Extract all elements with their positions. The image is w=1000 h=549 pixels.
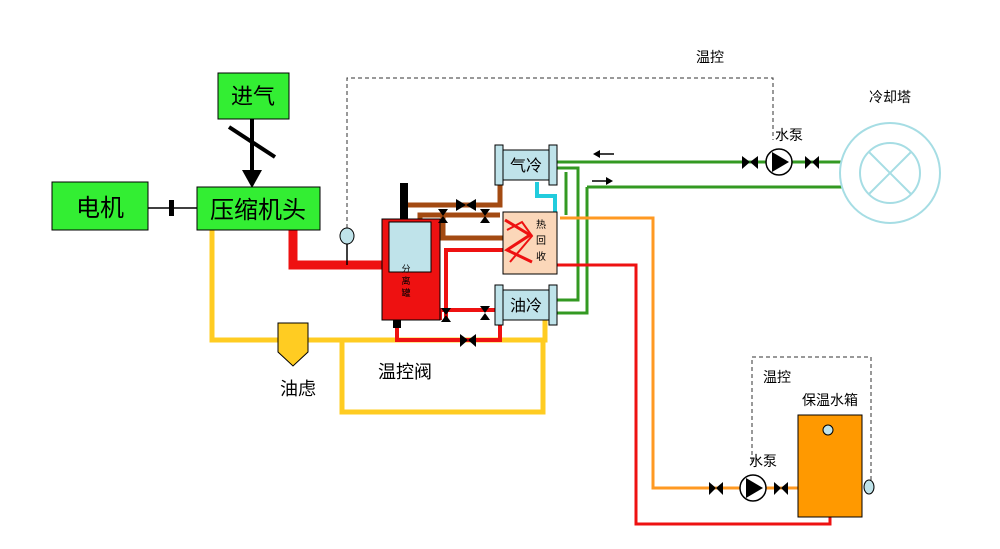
oil-cooler-label: 油冷: [510, 296, 542, 315]
oil-cooler: 油冷: [494, 284, 558, 326]
pressure-gauge-icon: [339, 227, 355, 265]
cooling-tower-label: 冷却塔: [869, 90, 911, 106]
insulated-water-tank: 保温水箱: [797, 393, 875, 518]
intake-arrow: [227, 119, 277, 188]
valve-icon: [480, 306, 490, 320]
temp-control-label-top: 温控: [696, 50, 724, 66]
air-cooler-outlet-pipe: [535, 182, 557, 212]
oil-filter-label: 油虑: [280, 379, 316, 400]
intake-box: 进气: [217, 72, 290, 120]
air-cooler: 气冷: [494, 144, 558, 186]
flow-arrow-left: [593, 150, 614, 158]
valve-icon: [805, 156, 819, 169]
temp-control-label-bottom: 温控: [763, 370, 791, 386]
valve-icon: [774, 482, 788, 495]
oil-circuit-pipe: [209, 230, 548, 415]
heat-recovery-unit: 热 回 收: [502, 211, 558, 275]
water-pump-bottom-label: 水泵: [749, 454, 777, 470]
compressor-head-box: 压缩机头: [196, 186, 321, 231]
motor-box: 电机: [51, 181, 149, 231]
hot-water-pipe: [560, 216, 798, 490]
air-cooler-label: 气冷: [510, 156, 542, 175]
separator-label-3: 罐: [401, 287, 410, 299]
oil-filter: 油虑: [277, 322, 316, 400]
valve-icon: [480, 209, 490, 223]
valve-icon: [709, 482, 723, 495]
heat-recovery-label-3: 收: [536, 250, 546, 263]
water-pump-bottom: 水泵: [739, 454, 777, 502]
coupling: [169, 200, 174, 216]
valve-icon: [742, 156, 758, 169]
heat-recovery-label-1: 热: [536, 218, 546, 231]
thermo-valve-label: 温控阀: [378, 362, 432, 383]
temp-control-signal-line-bottom: [751, 356, 872, 485]
water-pump-top-label: 水泵: [775, 128, 803, 144]
valve-icon: [460, 334, 476, 347]
cooling-water-pipe: [557, 160, 846, 315]
valve-icon: [438, 209, 448, 223]
heat-recovery-label-2: 回: [536, 235, 546, 247]
intake-label: 进气: [231, 85, 275, 110]
separator-label-2: 离: [401, 275, 410, 287]
flow-arrow-right: [592, 177, 613, 185]
separator-label-1: 分: [401, 264, 410, 275]
discharge-pipe: [288, 230, 383, 270]
insulated-tank-label: 保温水箱: [802, 393, 858, 409]
valve-icon: [441, 308, 451, 322]
valve-icon: [456, 199, 476, 211]
cooling-tower: 冷却塔: [839, 90, 941, 224]
separator-tank: 分 离 罐: [381, 183, 441, 328]
motor-label: 电机: [76, 194, 124, 222]
compressor-head-label: 压缩机头: [210, 196, 306, 224]
water-pump-top: 水泵: [765, 128, 803, 176]
